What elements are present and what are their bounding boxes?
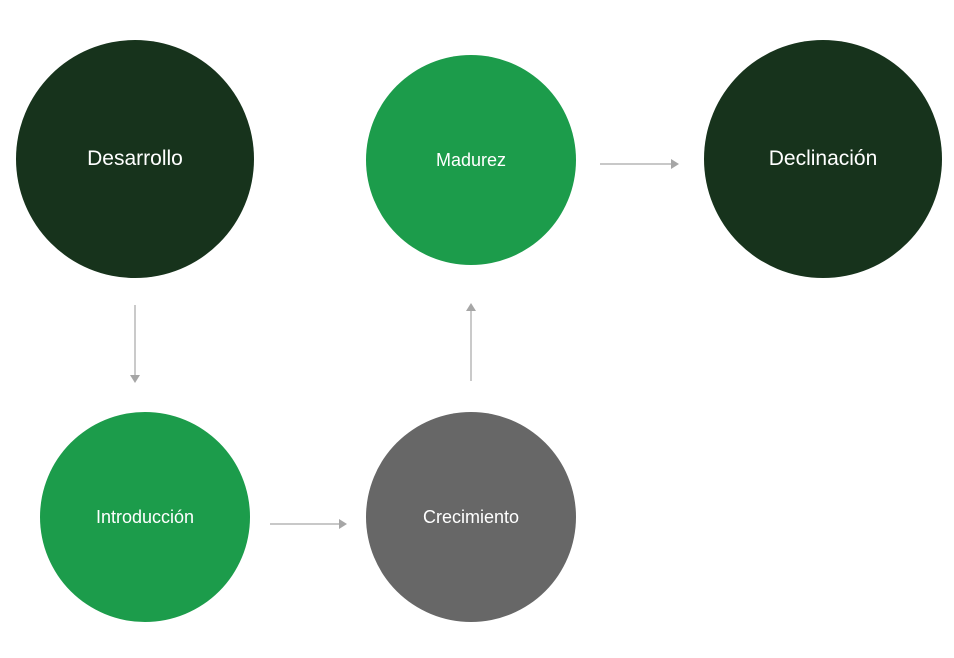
node-label-desarrollo: Desarrollo: [87, 147, 183, 170]
node-label-declinacion: Declinación: [768, 147, 878, 170]
node-label-crecimiento: Crecimiento: [422, 506, 520, 527]
node-introduccion: Introducción: [40, 412, 250, 622]
node-label-introduccion: Introducción: [95, 506, 195, 527]
arrow-desarrollo-to-introduccion: [130, 305, 140, 383]
arrow-madurez-to-declinacion: [600, 159, 679, 169]
arrow-introduccion-to-crecimiento: [270, 519, 347, 529]
node-declinacion: Declinación: [704, 40, 942, 278]
node-crecimiento: Crecimiento: [366, 412, 576, 622]
node-desarrollo: Desarrollo: [16, 40, 254, 278]
node-label-madurez: Madurez: [435, 149, 507, 170]
arrow-crecimiento-to-madurez: [466, 303, 476, 381]
node-madurez: Madurez: [366, 55, 576, 265]
